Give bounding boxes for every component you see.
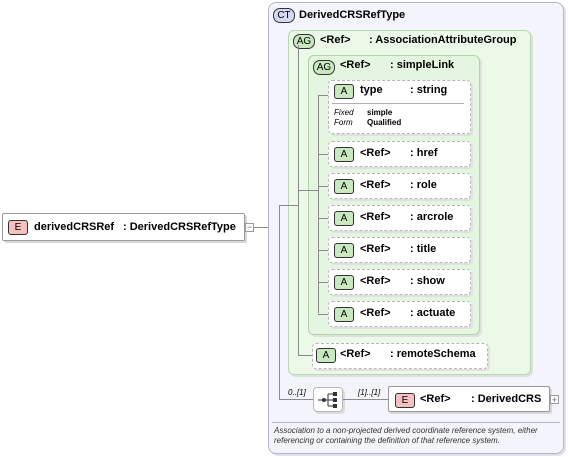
attribute-badge: A xyxy=(334,307,354,322)
attribute-ref: <Ref> xyxy=(360,147,391,159)
element-badge: E xyxy=(8,220,28,235)
simple-link-ref: <Ref> xyxy=(340,59,371,71)
attribute-badge: A xyxy=(334,211,354,226)
connector xyxy=(254,227,270,228)
attribute-group-badge: AG xyxy=(293,34,315,49)
attribute-remote-schema-name: : remoteSchema xyxy=(390,348,476,360)
documentation-divider xyxy=(272,422,560,423)
attribute-name: : arcrole xyxy=(410,211,454,223)
fixed-label: Fixed xyxy=(334,108,354,117)
root-element-box[interactable]: E derivedCRSRef : DerivedCRSRefType xyxy=(2,213,245,241)
attribute-ref: <Ref> xyxy=(360,275,391,287)
attribute-name: : actuate xyxy=(410,307,456,319)
attribute-badge: A xyxy=(334,84,354,99)
attribute-name: : href xyxy=(410,147,438,159)
simple-link-badge: AG xyxy=(313,60,335,75)
connector xyxy=(343,399,388,400)
attribute-name: : role xyxy=(410,179,437,191)
simple-link-name: : simpleLink xyxy=(390,59,455,71)
fixed-value: simple xyxy=(367,108,393,117)
attribute-remote-schema-ref: <Ref> xyxy=(340,348,371,360)
attribute-ref: <Ref> xyxy=(360,179,391,191)
attribute-badge: A xyxy=(334,147,354,162)
sequence-compositor[interactable] xyxy=(313,387,343,412)
complex-type-badge: CT xyxy=(273,8,295,23)
attribute-group-name: : AssociationAttributeGroup xyxy=(369,34,517,46)
attribute-group-ref: <Ref> xyxy=(320,34,351,46)
child-element-derived-crs[interactable]: E <Ref> : DerivedCRS xyxy=(388,386,550,412)
connector xyxy=(279,399,313,400)
child-element-name: : DerivedCRS xyxy=(471,393,542,405)
child-element-ref: <Ref> xyxy=(420,393,451,405)
attribute-remote-schema-box[interactable] xyxy=(312,343,488,369)
connector xyxy=(298,45,299,355)
connector xyxy=(279,205,299,206)
connector xyxy=(279,205,280,400)
collapse-toggle[interactable]: − xyxy=(245,222,254,232)
attribute-type-type: : string xyxy=(410,84,448,96)
attribute-badge: A xyxy=(334,243,354,258)
divider xyxy=(332,103,464,104)
sequence-icon xyxy=(318,392,337,408)
connector xyxy=(318,250,328,251)
element-badge: E xyxy=(395,393,415,408)
attribute-ref: <Ref> xyxy=(360,307,391,319)
documentation-text: Association to a non-projected derived c… xyxy=(274,426,538,445)
attribute-badge: A xyxy=(316,348,336,363)
connector xyxy=(298,190,318,191)
connector xyxy=(318,95,328,96)
connector xyxy=(318,282,328,283)
attribute-ref: <Ref> xyxy=(360,243,391,255)
attribute-name: : show xyxy=(410,275,445,287)
expand-toggle[interactable]: + xyxy=(550,395,559,405)
connector xyxy=(318,218,328,219)
connector xyxy=(318,154,328,155)
complex-type-name: DerivedCRSRefType xyxy=(299,9,406,21)
sequence-left-cardinality: 0..[1] xyxy=(288,388,306,397)
sequence-right-cardinality: [1]..[1] xyxy=(358,388,381,397)
connector xyxy=(318,95,319,313)
connector xyxy=(318,186,328,187)
attribute-ref: <Ref> xyxy=(360,211,391,223)
root-element-name: derivedCRSRef xyxy=(34,221,115,233)
form-label: Form xyxy=(334,118,353,127)
attribute-type-name: type xyxy=(360,84,383,96)
connector xyxy=(318,314,328,315)
attribute-badge: A xyxy=(334,179,354,194)
attribute-name: : title xyxy=(410,243,437,255)
form-value: Qualified xyxy=(367,118,402,127)
root-element-type: : DerivedCRSRefType xyxy=(123,221,236,233)
attribute-badge: A xyxy=(334,275,354,290)
connector xyxy=(298,355,312,356)
